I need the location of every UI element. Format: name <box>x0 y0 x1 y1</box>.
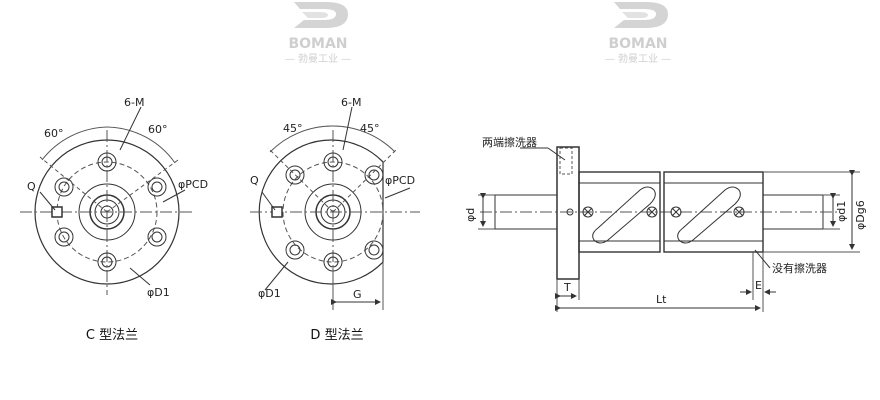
flange-d-caption: D 型法兰 <box>310 328 363 343</box>
overall-lt-label: Lt <box>656 293 667 306</box>
return-tube-right <box>677 186 741 244</box>
flange-c-pcd-label: φPCD <box>178 178 208 191</box>
washer-left <box>559 147 573 175</box>
flange-d-holes-label: 6-M <box>341 96 361 109</box>
flange-c-d1-label: φD1 <box>147 286 170 299</box>
flange-d-view <box>250 106 420 310</box>
cap-screw-icon <box>670 206 682 218</box>
flange-c-bolt-hole <box>97 152 117 172</box>
no-washer-label: 没有擦洗器 <box>772 261 827 275</box>
shaft-d-label: φd <box>464 208 477 222</box>
cap-screw-icon <box>582 206 594 218</box>
flange-d-pcd-label: φPCD <box>385 174 415 187</box>
flange-d-d1-label: φD1 <box>258 287 281 300</box>
watermark-left: BOMAN — 勃曼工业 — <box>285 2 351 65</box>
flange-d-bolt-hole <box>285 165 305 185</box>
flange-c-q-label: Q <box>27 180 36 193</box>
boman-logo-icon <box>294 2 348 28</box>
flange-d-oil-hole <box>271 206 283 218</box>
flange-d-bolt-hole <box>364 165 384 185</box>
boman-logo-icon <box>614 2 668 28</box>
watermark-brand: BOMAN <box>288 36 347 52</box>
flange-c-bolt-hole <box>54 227 74 247</box>
flange-d-angle-right: 45° <box>360 122 380 135</box>
nut-dg6-label: φDg6 <box>854 200 867 230</box>
cap-screw-icon <box>646 206 658 218</box>
side-view <box>478 146 860 312</box>
flange-c-bolt-hole <box>97 252 117 272</box>
flange-c-bolt-hole <box>147 177 167 197</box>
nut-body-left <box>578 171 661 253</box>
flange-d-bolt-hole <box>323 152 343 172</box>
shaft-d1-label: φd1 <box>835 201 848 222</box>
flange-c-bolt-hole <box>54 177 74 197</box>
washer-both-ends-label: 两端擦洗器 <box>482 135 537 149</box>
flange-d-bolt-hole <box>285 240 305 260</box>
flange-d-angle-left: 45° <box>283 122 303 135</box>
flange-d-outline <box>258 139 384 285</box>
flange-d-g-label: G <box>353 288 362 301</box>
flange-c-holes-label: 6-M <box>124 96 144 109</box>
watermark-tagline: — 勃曼工业 — <box>605 52 671 65</box>
watermark-right: BOMAN — 勃曼工业 — <box>605 2 671 65</box>
watermark-brand: BOMAN <box>608 36 667 52</box>
flange-d-q-label: Q <box>250 174 259 187</box>
return-tube-left <box>592 186 656 244</box>
flange-c-view <box>20 106 195 295</box>
nut-body-right <box>663 171 764 253</box>
flange-c-angle-left: 60° <box>44 127 64 140</box>
flange-c-bolt-hole <box>147 227 167 247</box>
wiper-e-label: E <box>755 279 762 292</box>
flange-t-label: T <box>563 281 571 294</box>
flange-c-oil-hole <box>51 206 63 218</box>
cap-screw-icon <box>733 206 745 218</box>
flange-d-bolt-hole <box>364 240 384 260</box>
flange-c-caption: C 型法兰 <box>86 328 138 343</box>
watermark-tagline: — 勃曼工业 — <box>285 52 351 65</box>
flange-c-angle-right: 60° <box>148 123 168 136</box>
